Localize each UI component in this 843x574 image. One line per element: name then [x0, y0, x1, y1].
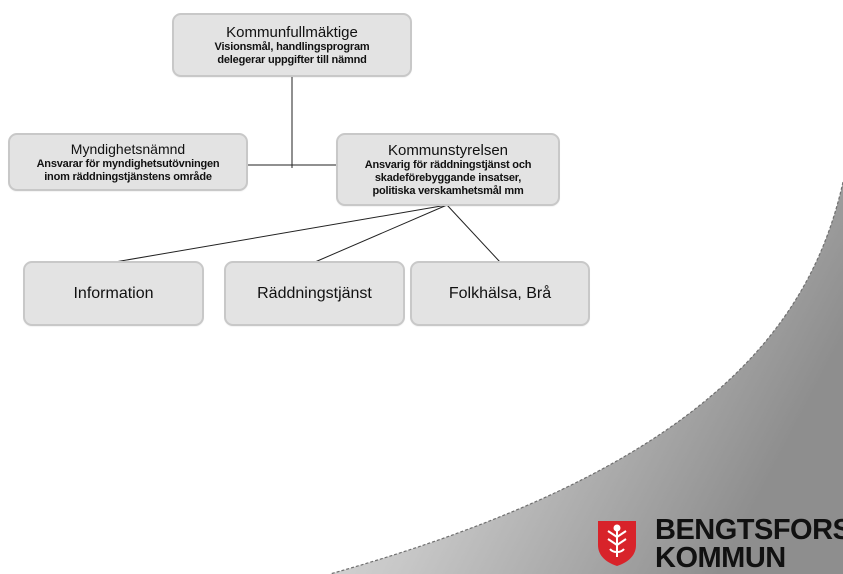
- node-title: Räddningstjänst: [257, 284, 372, 302]
- node-subtitle-line: politiska verskamhetsmål mm: [372, 184, 524, 197]
- connector-lines: [114, 77, 501, 263]
- node-subtitle-line: skadeförebyggande insatser,: [374, 171, 522, 184]
- node-information: Information: [23, 261, 204, 326]
- connector-board-to-rescue: [314, 204, 448, 263]
- logo-wordmark: BENGTSFORS KOMMUN: [655, 514, 843, 574]
- node-subtitle-line: Ansvarar för myndighetsutövningen: [36, 157, 220, 170]
- decorative-swoosh: [330, 182, 843, 574]
- node-subtitle-line: Visionsmål, handlingsprogram: [214, 40, 370, 53]
- node-kommunstyrelsen: Kommunstyrelsen Ansvarig för räddningstj…: [336, 133, 560, 206]
- decorative-swoosh-edge: [329, 181, 843, 574]
- node-subtitle-line: inom räddningstjänstens område: [44, 170, 212, 183]
- node-title: Myndighetsnämnd: [70, 140, 186, 157]
- connector-board-to-information: [114, 204, 448, 263]
- node-title: Folkhälsa, Brå: [448, 284, 552, 302]
- node-subtitle-line: Ansvarig för räddningstjänst och: [364, 158, 532, 171]
- node-subtitle-line: delegerar uppgifter till nämnd: [217, 53, 367, 66]
- node-raddningstjanst: Räddningstjänst: [224, 261, 405, 326]
- logo-line-1: BENGTSFORS: [655, 514, 843, 546]
- node-kommunfullmaktige: Kommunfullmäktige Visionsmål, handlingsp…: [172, 13, 412, 77]
- node-folkhalsa: Folkhälsa, Brå: [410, 261, 590, 326]
- node-title: Kommunstyrelsen: [387, 141, 509, 159]
- logo-line-2: KOMMUN: [655, 542, 786, 574]
- connector-board-to-health: [446, 204, 501, 263]
- node-title: Information: [73, 284, 154, 302]
- coat-of-arms-icon: [598, 521, 636, 566]
- node-title: Kommunfullmäktige: [226, 23, 358, 41]
- municipality-logo: BENGTSFORS KOMMUN: [596, 516, 843, 574]
- node-myndighetsnamnd: Myndighetsnämnd Ansvarar för myndighetsu…: [8, 133, 248, 191]
